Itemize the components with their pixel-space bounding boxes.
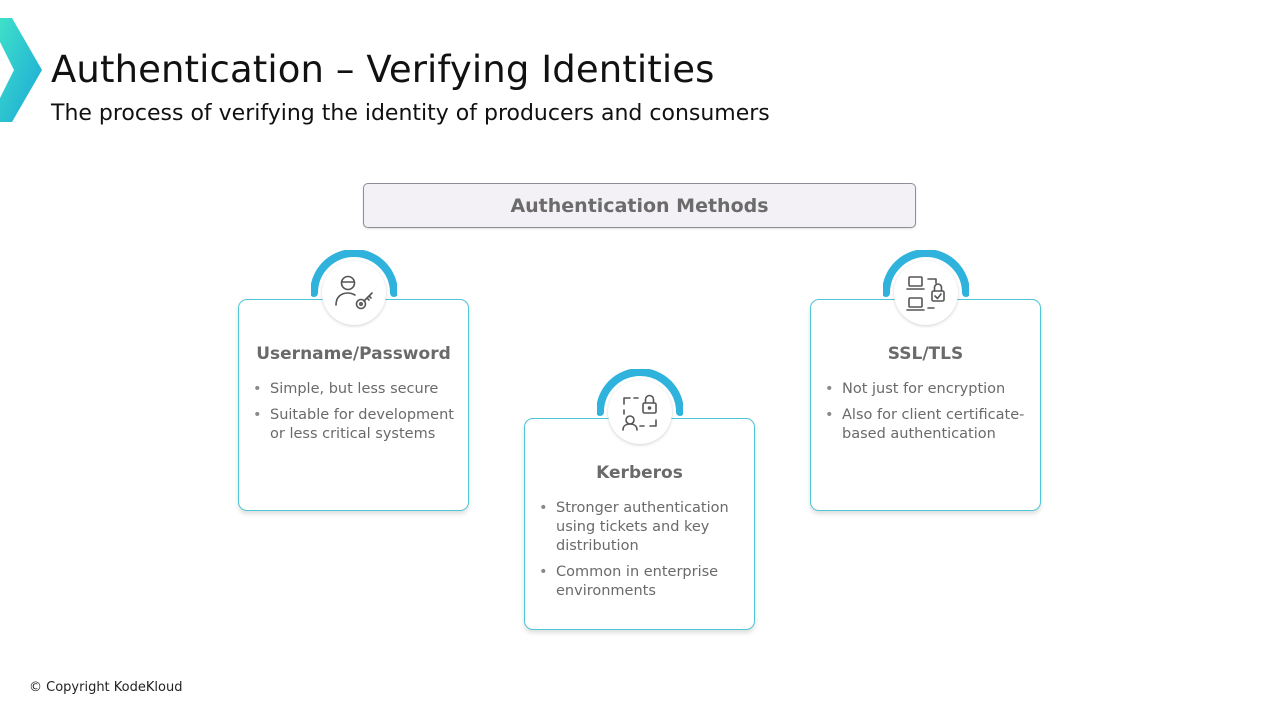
card-bullet-list: Simple, but less secure Suitable for dev… (253, 380, 460, 451)
card-bullet: Simple, but less secure (253, 380, 460, 399)
card-kerberos: Kerberos Stronger authentication using t… (524, 418, 755, 630)
card-bullet: Suitable for development or less critica… (253, 406, 460, 444)
slide-title: Authentication – Verifying Identities (51, 48, 715, 91)
authentication-methods-header: Authentication Methods (363, 183, 916, 228)
card-bullet-list: Stronger authentication using tickets an… (539, 499, 746, 608)
card-bullet: Not just for encryption (825, 380, 1032, 399)
card-title: Username/Password (256, 344, 451, 364)
copyright-footer: © Copyright KodeKloud (29, 680, 183, 695)
card-ssl-tls: SSL/TLS Not just for encryption Also for… (810, 299, 1041, 511)
kodekloud-logo-icon (0, 18, 42, 122)
card-bullet-list: Not just for encryption Also for client … (825, 380, 1032, 451)
card-title: SSL/TLS (887, 344, 964, 364)
icon-badge-kerberos (597, 369, 683, 455)
card-title: Kerberos (596, 463, 683, 483)
card-username-password: Username/Password Simple, but less secur… (238, 299, 469, 511)
card-bullet: Common in enterprise environments (539, 563, 746, 601)
methods-header-label: Authentication Methods (510, 194, 769, 217)
user-key-icon (335, 275, 373, 310)
user-lock-scan-icon (622, 394, 657, 431)
icon-badge-username-password (311, 250, 397, 336)
slide-subtitle: The process of verifying the identity of… (51, 101, 770, 126)
devices-lock-icon (906, 276, 945, 311)
card-bullet: Stronger authentication using tickets an… (539, 499, 746, 556)
card-bullet: Also for client certificate-based authen… (825, 406, 1032, 444)
icon-badge-ssl-tls (883, 250, 969, 336)
